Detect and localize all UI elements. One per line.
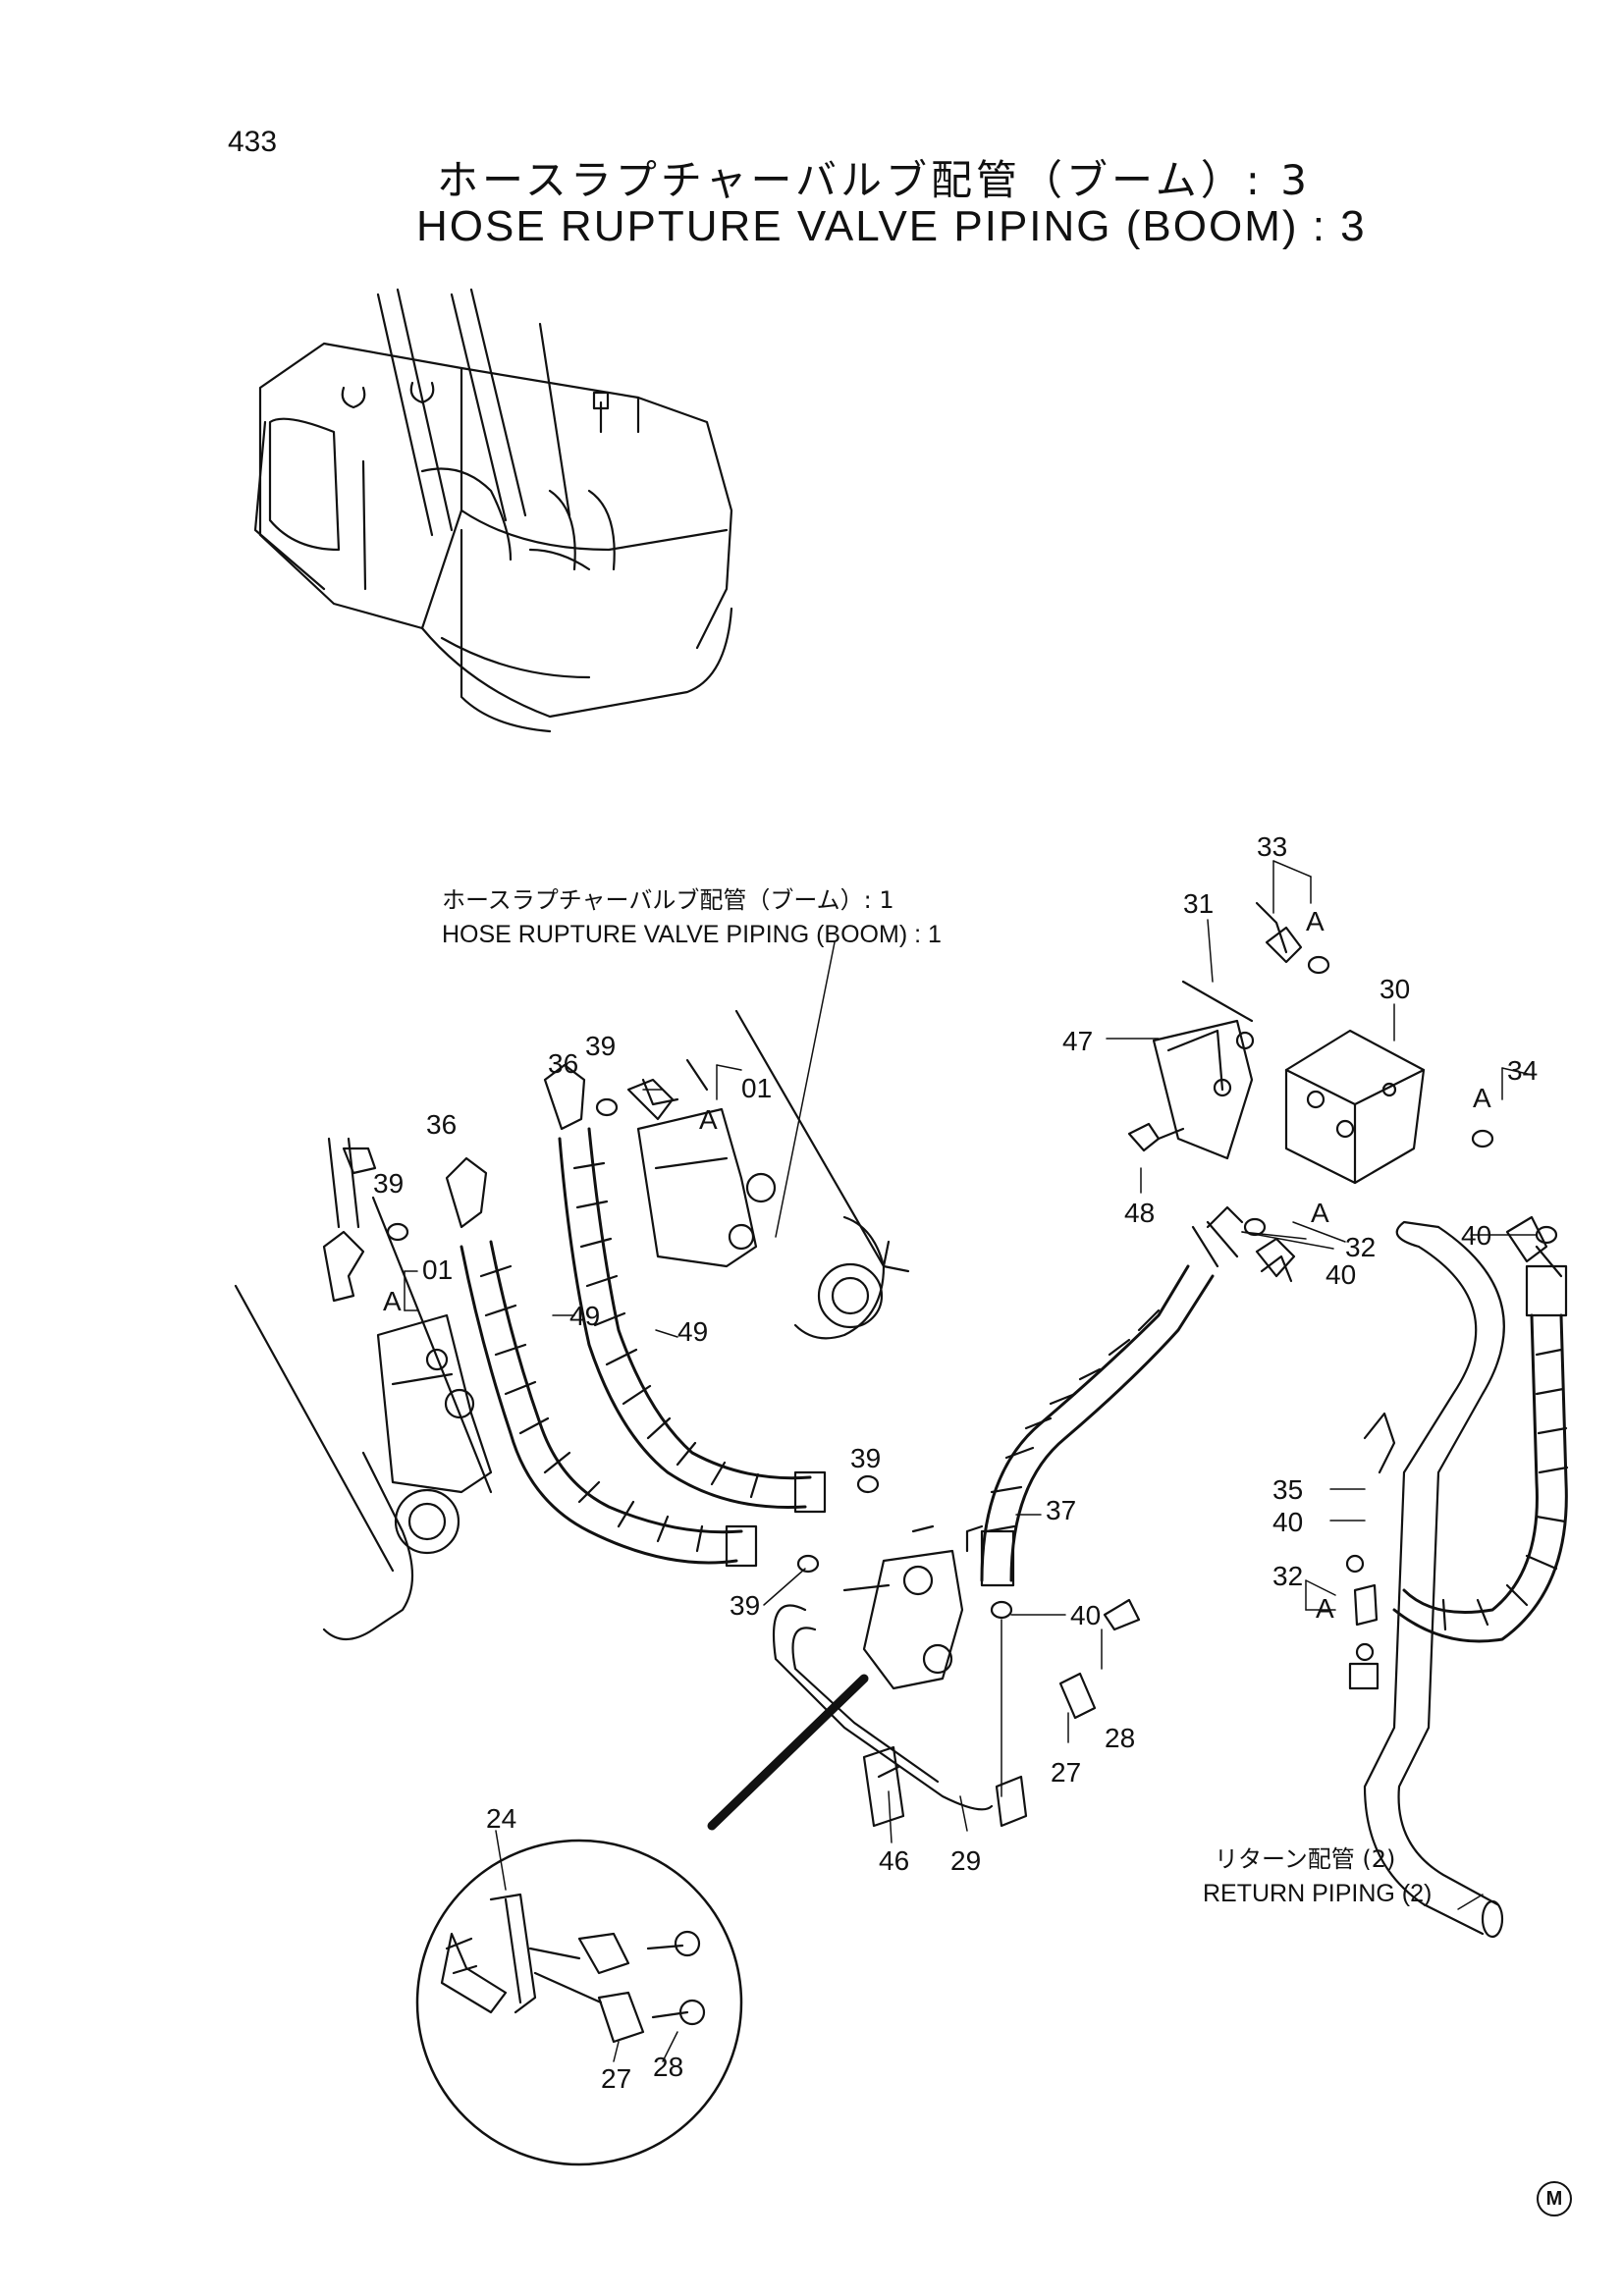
center-pipe-assembly: [772, 1524, 1028, 1828]
label-34: 34: [1507, 1055, 1538, 1086]
label-35: 35: [1272, 1474, 1303, 1505]
label-46: 46: [879, 1845, 909, 1876]
label-32-bottom: 32: [1272, 1561, 1303, 1591]
label-36-b: 36: [426, 1109, 457, 1140]
label-ref-a-01-b: A: [383, 1286, 402, 1316]
label-36-a: 36: [548, 1048, 578, 1079]
hose-49-pair: [327, 1063, 827, 1568]
label-48: 48: [1124, 1198, 1155, 1228]
label-32-top: 32: [1345, 1232, 1376, 1262]
label-39-c: 39: [850, 1443, 881, 1473]
label-40-mid: 40: [1272, 1507, 1303, 1537]
label-40-bottom: 40: [1070, 1600, 1101, 1630]
page-title-en: HOSE RUPTURE VALVE PIPING (BOOM) : 3: [416, 202, 1367, 250]
corner-mark: M: [1537, 2181, 1572, 2216]
note-return-en: RETURN PIPING (2): [1203, 1880, 1432, 1907]
label-47: 47: [1062, 1026, 1093, 1056]
label-39-d: 39: [730, 1590, 760, 1621]
label-28-detail: 28: [653, 2052, 683, 2082]
part-number-labels: 33 A 31 30 47 34 A A 32 48 40 40 39 36 0…: [373, 831, 1538, 2094]
fittings: [322, 926, 1558, 1720]
label-29: 29: [950, 1845, 981, 1876]
label-37: 37: [1046, 1495, 1076, 1525]
label-40-top: 40: [1325, 1259, 1356, 1290]
note-ref-jp: ホースラプチャーバルブ配管（ブーム）: 1: [442, 886, 894, 914]
label-49-a: 49: [569, 1301, 600, 1331]
note-ref-en: HOSE RUPTURE VALVE PIPING (BOOM) : 1: [442, 921, 942, 948]
leader-lines: [404, 860, 1538, 2062]
label-ref-a-32: A: [1311, 1198, 1329, 1228]
boom-hose-rupture-valves: [234, 1009, 886, 1641]
label-33: 33: [1257, 831, 1287, 862]
label-ref-a-01-a: A: [699, 1104, 718, 1135]
label-39-b: 39: [373, 1168, 404, 1199]
label-ref-a-33: A: [1306, 906, 1325, 936]
label-30: 30: [1380, 974, 1410, 1004]
label-28-main: 28: [1105, 1723, 1135, 1753]
valve-block-30: [1127, 901, 1563, 1283]
note-return-jp: リターン配管 (2): [1215, 1845, 1395, 1873]
label-31: 31: [1183, 888, 1214, 919]
hose-37: [980, 1205, 1244, 1587]
page-title-jp: ホースラプチャーバルブ配管（ブーム）: 3: [437, 156, 1312, 204]
label-ref-a-34: A: [1473, 1083, 1491, 1113]
detail-inset: [415, 1674, 869, 2166]
return-piping: [1345, 1220, 1569, 1939]
label-01-b: 01: [422, 1255, 453, 1285]
label-27-main: 27: [1051, 1757, 1081, 1788]
label-39-a: 39: [585, 1031, 616, 1061]
page-number: 433: [228, 126, 278, 158]
label-01-a: 01: [741, 1073, 772, 1103]
label-40-right: 40: [1461, 1220, 1491, 1251]
label-27-detail: 27: [601, 2063, 631, 2094]
label-49-b: 49: [677, 1316, 708, 1347]
label-ref-a-32-bottom: A: [1316, 1593, 1334, 1624]
excavator-overview: [253, 288, 733, 733]
reference-notes: ホースラプチャーバルブ配管（ブーム）: 1 HOSE RUPTURE VALVE…: [442, 886, 1432, 1907]
label-24: 24: [486, 1803, 516, 1834]
